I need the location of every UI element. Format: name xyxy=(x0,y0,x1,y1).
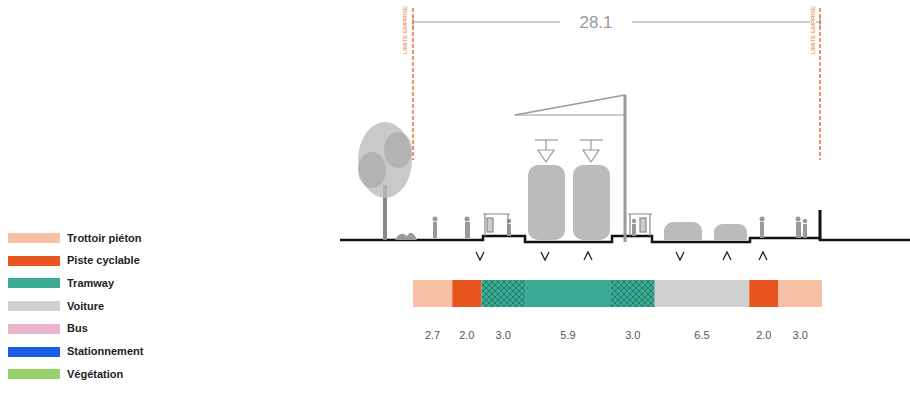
legend-swatch xyxy=(8,233,60,243)
legend-text: Piste cyclable xyxy=(67,255,140,266)
width-value: 5.9 xyxy=(559,330,576,341)
legend-text: Bus xyxy=(67,323,88,334)
width-value: 3.0 xyxy=(792,330,809,341)
legend-swatch xyxy=(8,278,60,288)
boundary-label: LIMITE EMPRISE xyxy=(402,5,408,55)
boundary-label: LIMITE EMPRISE xyxy=(810,5,816,55)
legend-swatch xyxy=(8,256,60,266)
legend-swatch xyxy=(8,347,60,357)
width-value: 2.0 xyxy=(458,330,475,341)
width-value: 2.0 xyxy=(755,330,772,341)
legend-swatch xyxy=(8,324,60,334)
width-value: 2.7 xyxy=(424,330,441,341)
legend-swatch xyxy=(8,301,60,311)
legend-swatch xyxy=(8,369,60,379)
dimension-total: 28.1 xyxy=(578,14,613,31)
legend-text: Voiture xyxy=(67,301,104,312)
legend-text: Tramway xyxy=(67,278,114,289)
width-value: 3.0 xyxy=(624,330,641,341)
legend-text: Trottoir piéton xyxy=(67,233,142,244)
legend-text: Stationnement xyxy=(67,346,143,357)
legend-text: Végétation xyxy=(67,369,123,380)
width-value: 3.0 xyxy=(495,330,512,341)
width-value: 6.5 xyxy=(693,330,710,341)
